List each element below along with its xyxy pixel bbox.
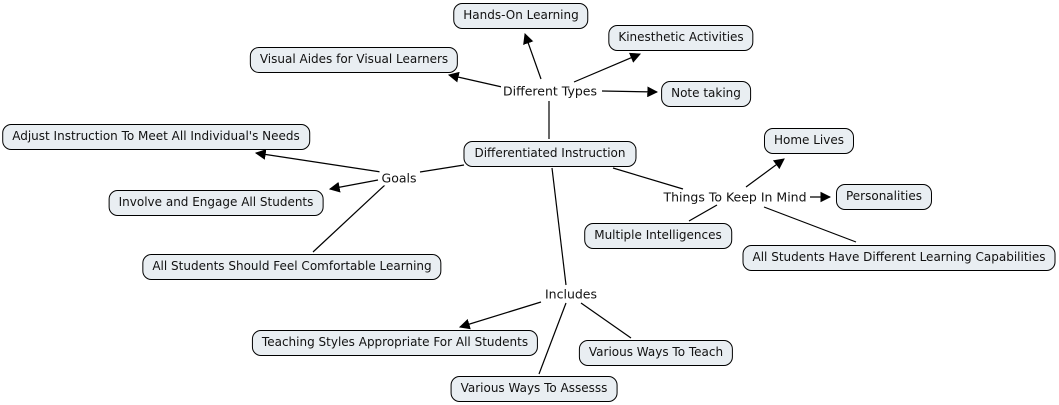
edge-different-types-visual-aides <box>447 71 503 88</box>
edge-root-things-to-keep-in-mind <box>612 167 684 190</box>
edge-different-types-hands-on <box>523 32 542 80</box>
edge-things-home-lives <box>745 158 785 188</box>
node-differentiated-instruction[interactable]: Differentiated Instruction <box>463 141 637 167</box>
node-comfortable-learning[interactable]: All Students Should Feel Comfortable Lea… <box>142 254 442 280</box>
branch-label-includes[interactable]: Includes <box>542 286 600 302</box>
branch-label-things-to-keep-in-mind[interactable]: Things To Keep In Mind <box>661 189 809 205</box>
node-personalities[interactable]: Personalities <box>835 184 933 210</box>
edge-includes-ways-to-assess <box>538 302 567 375</box>
edge-includes-ways-to-teach <box>580 302 632 339</box>
node-note-taking[interactable]: Note taking <box>661 81 751 107</box>
edge-root-includes <box>551 167 567 286</box>
node-ways-to-teach[interactable]: Various Ways To Teach <box>578 340 734 366</box>
node-visual-aides[interactable]: Visual Aides for Visual Learners <box>249 47 459 73</box>
edge-goals-comfortable-learning <box>312 183 387 253</box>
branch-label-different-types[interactable]: Different Types <box>501 83 599 99</box>
node-kinesthetic-activities[interactable]: Kinesthetic Activities <box>608 25 754 51</box>
edge-different-types-note-taking <box>601 86 659 98</box>
node-adjust-instruction[interactable]: Adjust Instruction To Meet All Individua… <box>2 124 310 150</box>
edge-goals-adjust-instruction <box>254 149 382 173</box>
edge-things-different-capabilities <box>763 206 857 243</box>
node-involve-engage[interactable]: Involve and Engage All Students <box>108 190 324 216</box>
edge-goals-involve-engage <box>328 179 379 193</box>
edge-different-types-kinesthetic <box>573 52 641 83</box>
node-home-lives[interactable]: Home Lives <box>763 128 855 154</box>
node-hands-on-learning[interactable]: Hands-On Learning <box>453 3 589 29</box>
node-different-capabilities[interactable]: All Students Have Different Learning Cap… <box>742 245 1056 271</box>
node-teaching-styles[interactable]: Teaching Styles Appropriate For All Stud… <box>251 330 539 356</box>
edge-root-goals <box>419 164 465 173</box>
node-multiple-intelligences[interactable]: Multiple Intelligences <box>584 223 732 249</box>
node-ways-to-assess[interactable]: Various Ways To Assesss <box>450 376 618 402</box>
edge-includes-teaching-styles <box>458 301 542 330</box>
branch-label-goals[interactable]: Goals <box>379 170 419 186</box>
edge-things-multiple-intelligences <box>688 204 718 222</box>
